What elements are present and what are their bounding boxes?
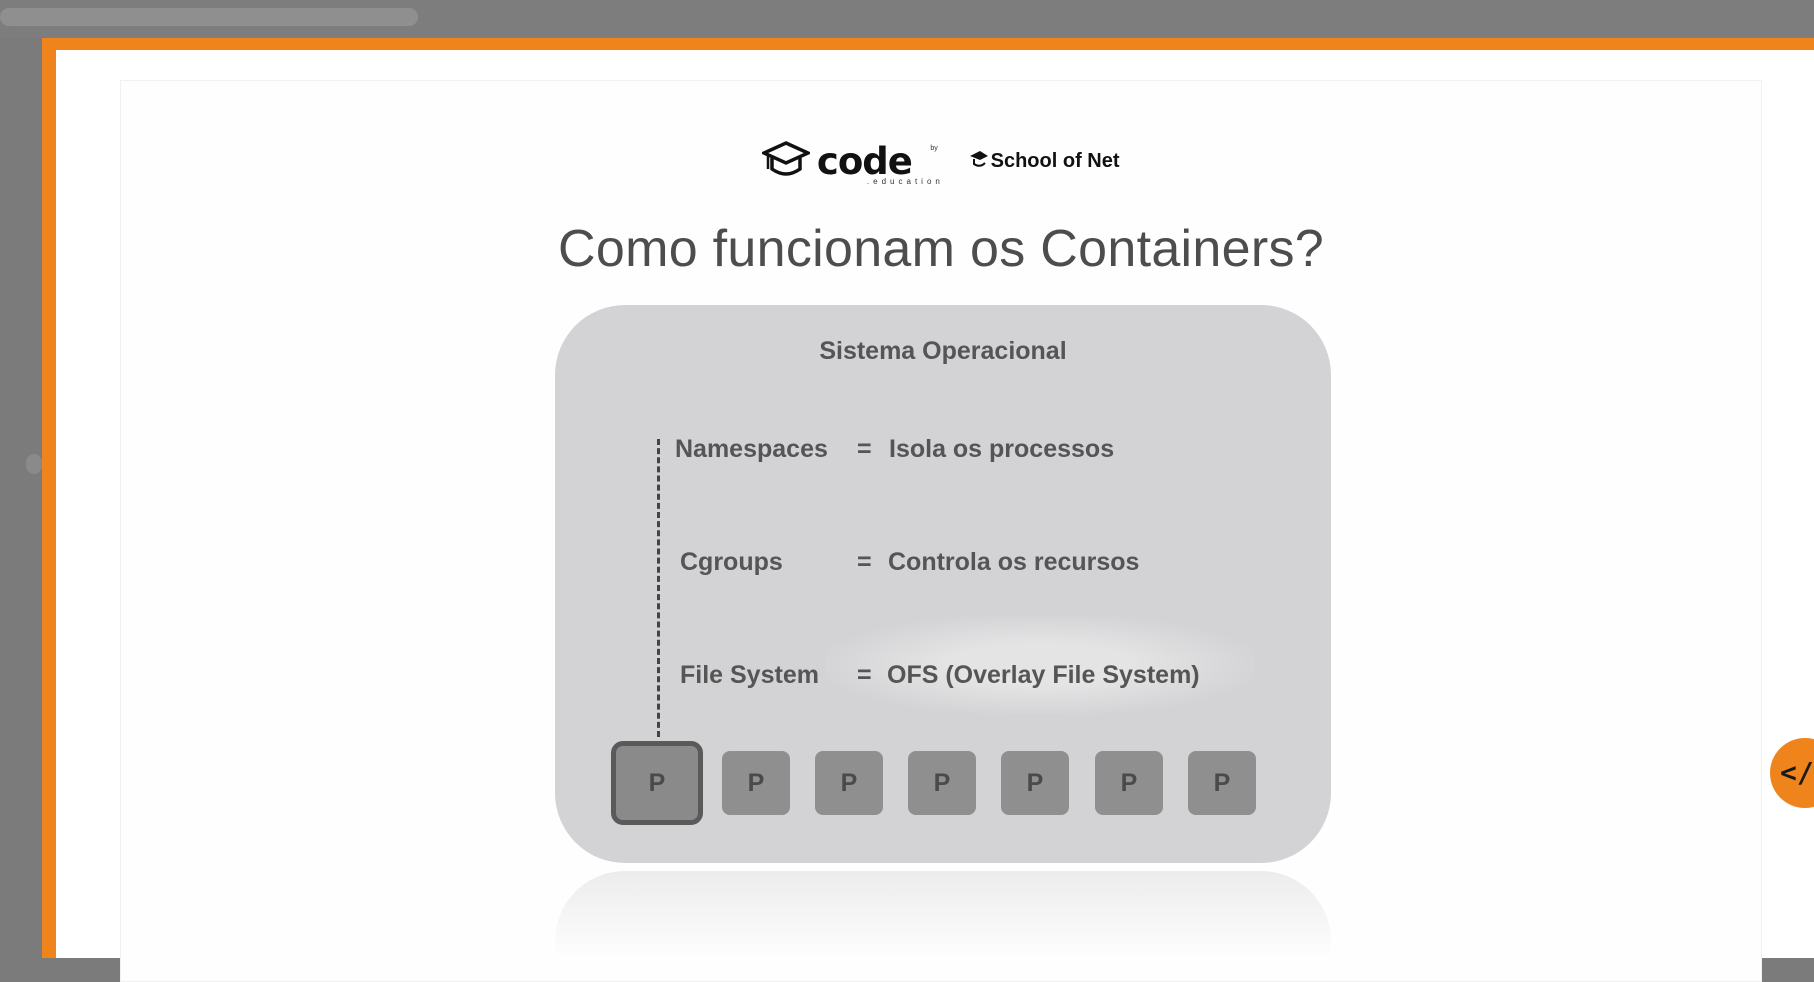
code-sub: .education: [866, 177, 944, 186]
player-top-bar: [0, 0, 1814, 38]
slide: code .education by School of Net Como fu…: [120, 80, 1762, 982]
row-term: File System: [680, 661, 819, 689]
process-box: P: [1095, 751, 1163, 815]
progress-strip[interactable]: [0, 8, 418, 26]
by-label: by: [930, 145, 938, 152]
code-education-logo: code .education: [816, 140, 940, 186]
code-word: code: [816, 140, 913, 183]
row-term: Namespaces: [675, 435, 828, 463]
highlight-glow: [825, 615, 1255, 715]
slide-frame: code .education by School of Net Como fu…: [42, 38, 1814, 982]
process-box: P: [722, 751, 790, 815]
graduation-cap-icon: [760, 139, 813, 184]
school-of-net-icon: [968, 148, 990, 175]
slide-title: Como funcionam os Containers?: [558, 220, 1324, 278]
os-label: Sistema Operacional: [819, 337, 1067, 365]
os-box-reflection: [555, 871, 1331, 981]
process-box: P: [815, 751, 883, 815]
row-equals: =: [857, 435, 872, 463]
row-desc: Isola os processos: [889, 435, 1115, 463]
school-of-net-logo: School of Net: [990, 150, 1120, 172]
row-term: Cgroups: [680, 548, 783, 576]
process-box: P: [1188, 751, 1256, 815]
row-equals: =: [857, 548, 872, 576]
process-box: P: [1001, 751, 1069, 815]
side-handle[interactable]: [26, 454, 42, 474]
brand-logos: code .education by School of Net: [121, 139, 1761, 186]
row-equals: =: [857, 661, 872, 689]
code-view-button[interactable]: </: [1770, 738, 1814, 808]
process-box-active: P: [611, 741, 703, 825]
process-box: P: [908, 751, 976, 815]
row-desc: Controla os recursos: [888, 548, 1140, 576]
row-desc: OFS (Overlay File System): [887, 661, 1200, 689]
operating-system-box: Sistema Operacional Namespaces = Isola o…: [555, 305, 1331, 863]
dashed-connector: [657, 439, 660, 737]
